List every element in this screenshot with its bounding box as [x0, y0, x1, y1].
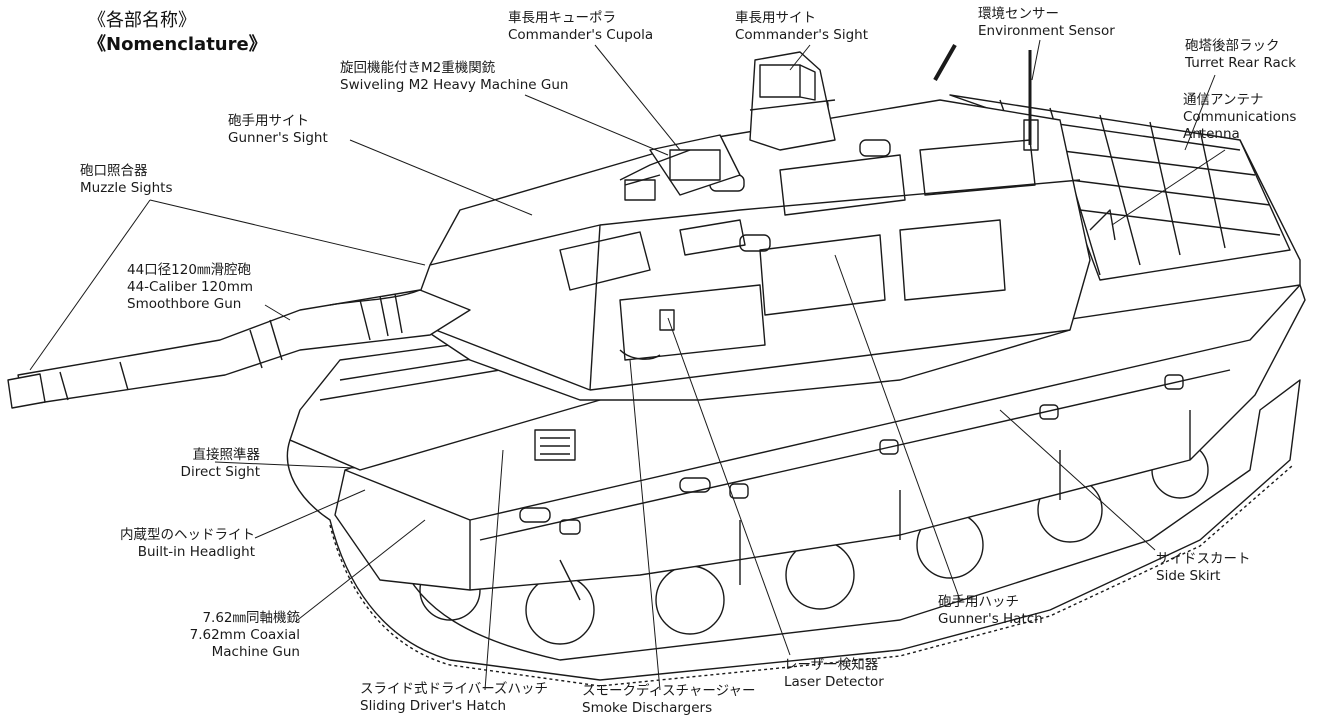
leader-lines	[29, 39, 1226, 691]
label-en: Sliding Driver's Hatch	[360, 698, 507, 714]
label-commanders-sight: 車長用サイト Commander's Sight	[735, 10, 868, 44]
label-sliding-drivers-hatch: スライド式ドライバーズハッチ Sliding Driver's Hatch	[360, 681, 548, 715]
label-direct-sight: 直接照準器 Direct Sight	[140, 447, 260, 481]
label-en: Gunner's Hatch	[938, 611, 1043, 627]
label-coaxial-machine-gun: 7.62㎜同軸機銃 7.62mm Coaxial Machine Gun	[170, 610, 300, 661]
label-jp: サイドスカート	[1156, 551, 1251, 567]
label-communications-antenna: 通信アンテナ Communications Antenna	[1183, 92, 1296, 143]
label-en: Commander's Cupola	[508, 27, 654, 43]
label-jp: スライド式ドライバーズハッチ	[360, 681, 549, 697]
label-turret-rear-rack: 砲塔後部ラック Turret Rear Rack	[1185, 38, 1296, 72]
label-en: Antenna	[1183, 126, 1240, 142]
label-en: Environment Sensor	[978, 23, 1115, 39]
label-commanders-cupola: 車長用キューポラ Commander's Cupola	[508, 10, 653, 44]
label-en: Smoothbore Gun	[127, 296, 242, 312]
m2-barrel	[933, 44, 957, 81]
label-en: Machine Gun	[211, 644, 300, 660]
label-en: Direct Sight	[180, 464, 260, 480]
label-en: Laser Detector	[784, 674, 884, 690]
label-side-skirt: サイドスカート Side Skirt	[1156, 551, 1251, 585]
label-jp: 旋回機能付きM2重機関銃	[340, 60, 496, 76]
label-en: Gunner's Sight	[228, 130, 328, 146]
label-jp: 車長用キューポラ	[508, 10, 616, 26]
label-jp: 砲塔後部ラック	[1185, 38, 1280, 54]
label-en: Communications	[1183, 109, 1297, 125]
label-en: Built-in Headlight	[137, 544, 255, 560]
label-jp: 内蔵型のヘッドライト	[120, 527, 255, 543]
antenna-base	[1089, 209, 1116, 241]
label-en: Swiveling M2 Heavy Machine Gun	[340, 77, 569, 93]
label-jp: 44口径120㎜滑腔砲	[127, 262, 251, 278]
label-en: 7.62mm Coaxial	[189, 627, 300, 643]
main-gun	[7, 289, 471, 409]
label-jp: 車長用サイト	[735, 10, 816, 26]
label-environment-sensor: 環境センサー Environment Sensor	[978, 6, 1115, 40]
label-en: Muzzle Sights	[80, 180, 173, 196]
label-jp: 直接照準器	[192, 447, 261, 463]
label-muzzle-sights: 砲口照合器 Muzzle Sights	[80, 163, 173, 197]
label-jp: スモークディスチャージャー	[582, 683, 756, 699]
label-jp: 砲手用サイト	[228, 113, 309, 129]
label-en: Turret Rear Rack	[1185, 55, 1296, 71]
hull	[334, 284, 1306, 601]
label-smoke-dischargers: スモークディスチャージャー Smoke Dischargers	[582, 683, 755, 717]
label-gunners-hatch: 砲手用ハッチ Gunner's Hatch	[938, 594, 1043, 628]
title-jp: 《各部名称》	[88, 10, 196, 31]
label-en: Commander's Sight	[735, 27, 869, 43]
title-en: 《Nomenclature》	[88, 34, 267, 55]
label-jp: 通信アンテナ	[1183, 92, 1264, 108]
environment-sensor	[1023, 119, 1039, 151]
label-en: 44-Caliber 120mm	[127, 279, 254, 295]
commanders-cupola	[619, 134, 741, 201]
label-gunners-sight: 砲手用サイト Gunner's Sight	[228, 113, 328, 147]
label-jp: レーザー検知器	[784, 657, 879, 673]
label-laser-detector: レーザー検知器 Laser Detector	[784, 657, 884, 691]
label-jp: 7.62㎜同軸機銃	[202, 610, 300, 626]
label-jp: 砲口照合器	[80, 163, 148, 179]
label-jp: 環境センサー	[978, 6, 1059, 22]
label-m2-machine-gun: 旋回機能付きM2重機関銃 Swiveling M2 Heavy Machine …	[340, 60, 568, 94]
commanders-sight	[749, 51, 836, 151]
label-jp: 砲手用ハッチ	[938, 594, 1019, 610]
label-en: Side Skirt	[1156, 568, 1221, 584]
label-built-in-headlight: 内蔵型のヘッドライト Built-in Headlight	[80, 527, 255, 561]
label-en: Smoke Dischargers	[582, 700, 713, 716]
label-main-gun: 44口径120㎜滑腔砲 44-Caliber 120mm Smoothbore …	[127, 262, 253, 313]
